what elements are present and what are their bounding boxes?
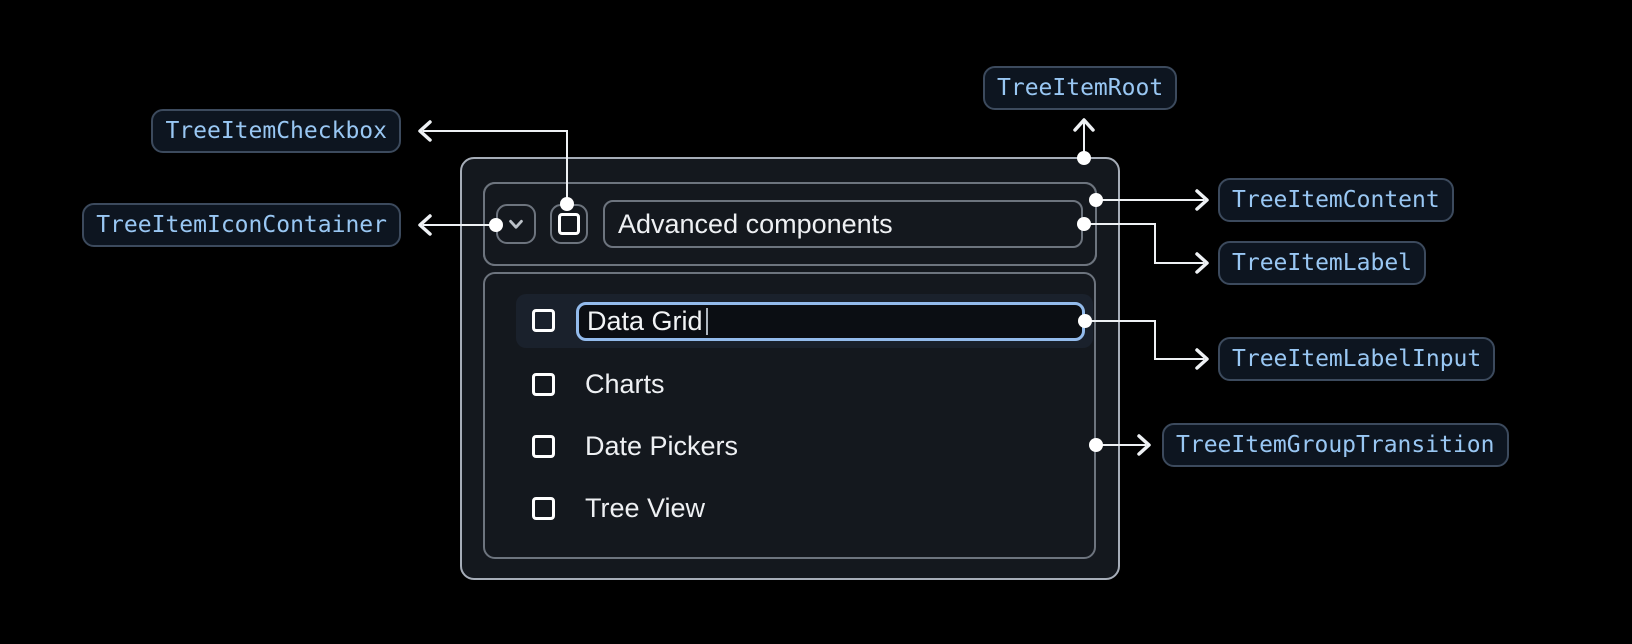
badge-tree-item-checkbox: TreeItemCheckbox bbox=[151, 109, 401, 153]
tree-item-icon-container[interactable] bbox=[496, 204, 536, 244]
child-checkbox-tree-view[interactable] bbox=[532, 497, 555, 520]
tree-item-label[interactable]: Advanced components bbox=[603, 200, 1083, 248]
tree-item-checkbox[interactable] bbox=[550, 204, 588, 244]
badge-tree-item-label: TreeItemLabel bbox=[1218, 241, 1427, 285]
badge-tree-item-root: TreeItemRoot bbox=[983, 66, 1178, 110]
child-label-charts[interactable]: Charts bbox=[585, 369, 665, 399]
child-label-tree-view[interactable]: Tree View bbox=[585, 493, 706, 523]
badge-tree-item-content: TreeItemContent bbox=[1218, 178, 1454, 222]
tree-item-label-input[interactable]: Data Grid bbox=[576, 302, 1085, 341]
badge-tree-item-icon-container: TreeItemIconContainer bbox=[82, 203, 401, 247]
child-checkbox-charts[interactable] bbox=[532, 373, 555, 396]
tree-item-label-text: Advanced components bbox=[618, 209, 893, 239]
child-label-date-pickers[interactable]: Date Pickers bbox=[585, 431, 739, 461]
text-cursor bbox=[705, 308, 708, 335]
child-checkbox-date-pickers[interactable] bbox=[532, 435, 555, 458]
chevron-down-icon bbox=[509, 219, 523, 229]
badge-tree-item-group-transition: TreeItemGroupTransition bbox=[1162, 423, 1509, 467]
checkbox-unchecked-icon bbox=[558, 213, 580, 235]
badge-tree-item-label-input: TreeItemLabelInput bbox=[1218, 337, 1496, 381]
tree-item-group-transition bbox=[483, 272, 1096, 559]
child-checkbox-data-grid[interactable] bbox=[532, 309, 555, 332]
label-input-value: Data Grid bbox=[587, 306, 703, 336]
